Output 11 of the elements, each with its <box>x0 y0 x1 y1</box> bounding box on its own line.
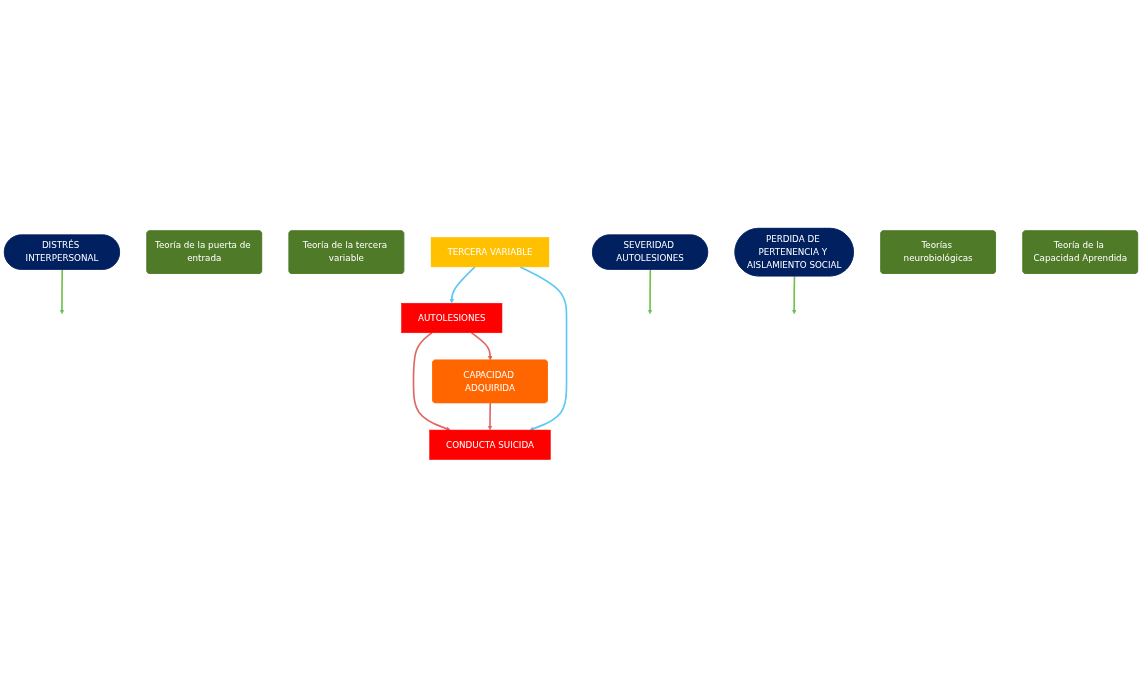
arrow <box>412 332 451 431</box>
arrow <box>791 275 797 315</box>
arrow <box>519 266 568 431</box>
arrow <box>449 266 476 304</box>
node-box: CONDUCTA SUICIDA <box>429 429 551 460</box>
node-box: AUTOLESIONES <box>401 303 503 334</box>
node-box: TERCERA VARIABLE <box>430 237 550 268</box>
arrow <box>487 402 493 431</box>
arrow <box>470 332 493 361</box>
arrow <box>59 268 65 315</box>
arrow <box>647 268 653 315</box>
